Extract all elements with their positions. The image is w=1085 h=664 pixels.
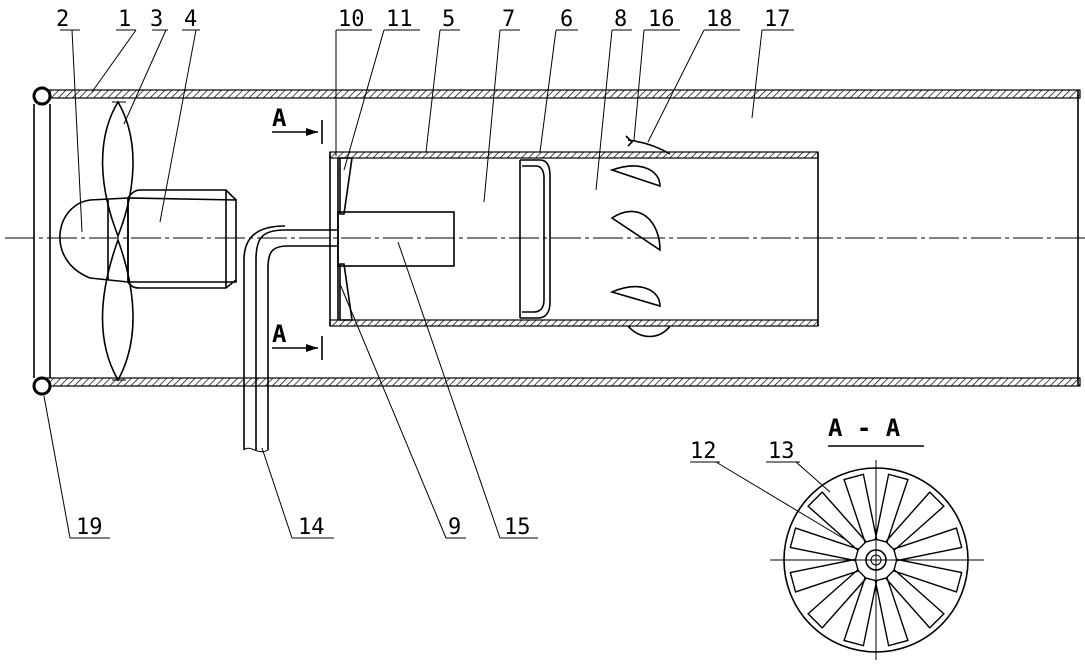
section-spokes: [789, 473, 963, 647]
label-3: 3: [150, 7, 163, 32]
label-14: 14: [298, 515, 325, 540]
combustion-chamber: [329, 151, 819, 327]
label-1: 1: [118, 7, 131, 32]
label-4: 4: [184, 7, 197, 32]
label-19: 19: [76, 515, 103, 540]
fuel-nozzle: [337, 211, 455, 267]
label-12: 12: [690, 439, 717, 464]
section-marker-top: A: [272, 104, 323, 144]
swirler-blades: [339, 157, 353, 321]
section-slot: [884, 568, 945, 629]
label-6: 6: [560, 7, 573, 32]
marker-bottom-label: A: [272, 320, 287, 348]
label-17: 17: [764, 7, 791, 32]
air-scoops: [609, 165, 661, 308]
label-11: 11: [386, 7, 413, 32]
section-view: A - A: [770, 414, 984, 660]
label-9: 9: [448, 515, 461, 540]
section-slot: [874, 576, 909, 647]
flow-lips: [625, 135, 671, 338]
label-13: 13: [768, 439, 795, 464]
section-slot: [807, 491, 868, 552]
label-16: 16: [648, 7, 675, 32]
spinner-hub: [59, 197, 129, 283]
section-marker-bottom: A: [272, 320, 323, 360]
section-slot: [884, 491, 945, 552]
section-slot: [789, 527, 860, 562]
marker-top-label: A: [272, 104, 287, 132]
section-slot: [892, 527, 963, 562]
label-10: 10: [338, 7, 365, 32]
section-slot: [874, 473, 909, 544]
label-5: 5: [442, 7, 455, 32]
label-8: 8: [614, 7, 627, 32]
leaders: [43, 29, 847, 541]
section-slot: [843, 473, 878, 544]
fuel-pipe: [243, 225, 338, 453]
label-15: 15: [504, 515, 531, 540]
section-slot: [843, 576, 878, 647]
propeller: [101, 100, 134, 382]
section-slot: [789, 558, 860, 593]
section-slot: [807, 568, 868, 629]
motor: [127, 189, 237, 289]
label-18: 18: [706, 7, 733, 32]
part-labels: 2 1 3 4 10 11 5 7 6 8 16 18 17 19 14 9 1…: [56, 7, 795, 540]
section-slot: [892, 558, 963, 593]
section-title: A - A: [828, 414, 901, 442]
front-ring: [32, 86, 52, 396]
label-7: 7: [502, 7, 515, 32]
flame-holder: [519, 159, 551, 319]
label-2: 2: [56, 7, 69, 32]
